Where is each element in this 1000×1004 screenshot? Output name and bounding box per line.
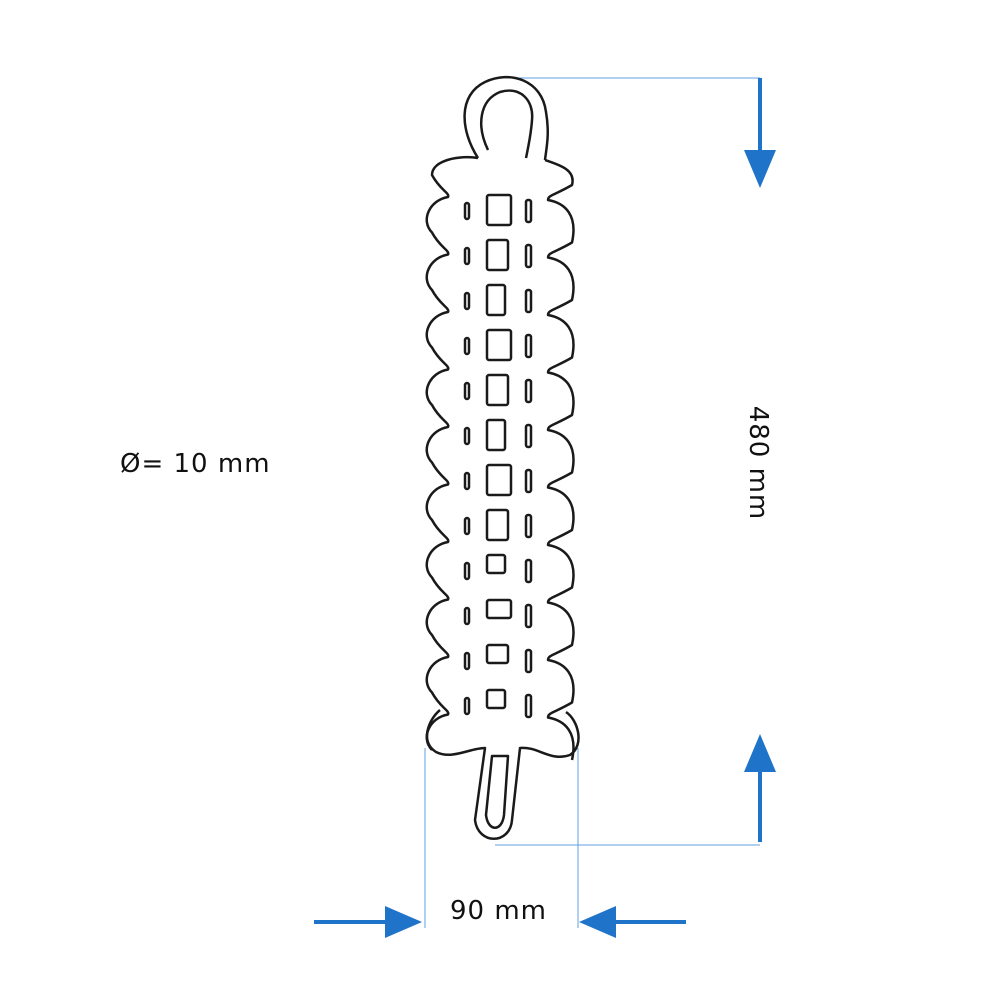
top-loop-inner bbox=[480, 89, 534, 159]
coil-slot bbox=[524, 648, 533, 674]
coil-window bbox=[485, 328, 513, 362]
spiral-anchor-drawing bbox=[425, 75, 580, 840]
coil-slot bbox=[463, 201, 471, 221]
coil-window bbox=[485, 553, 507, 575]
bottom-arrow bbox=[744, 734, 776, 842]
coil-slot bbox=[463, 336, 471, 356]
coil-slot bbox=[463, 426, 471, 446]
coil-slot bbox=[463, 606, 471, 626]
coil-window bbox=[485, 463, 513, 497]
coil-slot bbox=[524, 468, 533, 494]
top-arrow bbox=[744, 78, 776, 188]
coil-slot bbox=[463, 471, 471, 491]
width-label: 90 mm bbox=[450, 896, 548, 926]
dimension-arrows bbox=[314, 78, 776, 938]
coil-windows bbox=[463, 193, 533, 719]
coil-slot bbox=[463, 246, 471, 266]
coil-slot bbox=[524, 603, 533, 629]
right-coil-edge bbox=[544, 158, 575, 761]
left-arrow bbox=[314, 906, 422, 938]
coil-slot bbox=[463, 291, 471, 311]
coil-slot bbox=[463, 651, 471, 671]
coil-window bbox=[485, 418, 507, 452]
dimension-guides bbox=[424, 77, 760, 928]
coil-window bbox=[485, 193, 513, 227]
coil-slot bbox=[524, 198, 533, 224]
coil-slot bbox=[463, 516, 471, 536]
height-label: 480 mm bbox=[743, 405, 773, 521]
coil-window bbox=[485, 238, 510, 272]
diameter-label: Ø= 10 mm bbox=[120, 449, 271, 479]
coil-slot bbox=[524, 693, 533, 719]
coil-slot bbox=[524, 423, 533, 449]
coil-window bbox=[485, 598, 513, 620]
coil-slot bbox=[524, 513, 533, 539]
coil-slot bbox=[524, 243, 533, 269]
right-arrow bbox=[579, 906, 686, 938]
coil-slot bbox=[524, 378, 533, 404]
coil-window bbox=[485, 688, 507, 710]
coil-slot bbox=[524, 558, 533, 584]
top-loop bbox=[463, 75, 549, 161]
coil-slot bbox=[463, 561, 471, 581]
left-coil-edge bbox=[425, 156, 479, 751]
coil-window bbox=[485, 373, 510, 407]
coil-slot bbox=[524, 333, 533, 359]
coil-window bbox=[485, 283, 507, 317]
bottom-spike-inner bbox=[484, 754, 510, 829]
coil-window bbox=[485, 508, 510, 542]
coil-window bbox=[485, 643, 510, 665]
coil-slot bbox=[463, 696, 471, 716]
bottom-base bbox=[425, 709, 580, 840]
coil-slot bbox=[463, 381, 471, 401]
coil-slot bbox=[524, 288, 533, 314]
